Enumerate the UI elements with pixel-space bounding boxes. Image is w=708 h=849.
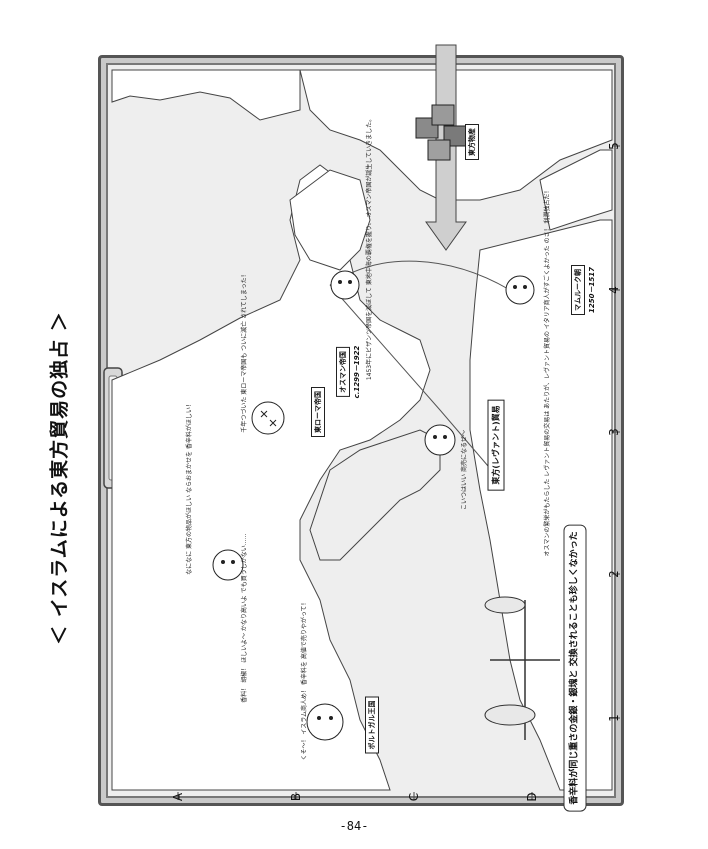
mamluk-label: マムルーク朝	[571, 265, 585, 315]
grid-col-label: 3	[607, 428, 621, 436]
grid-row-label: D	[525, 792, 539, 802]
land-arabia	[539, 149, 613, 231]
goods-boxes	[415, 104, 467, 161]
sea-mediterranean-patch	[309, 429, 441, 561]
grid-col-label: 2	[607, 570, 621, 578]
italian-merchant-character	[424, 424, 456, 456]
mamluk-note: オスマンの繁栄がもたらした レヴァント貿易の交易は あたりが、レヴァント貿易の …	[544, 187, 551, 557]
byzantine-character	[251, 401, 285, 435]
land-europe	[111, 164, 431, 791]
land-north	[111, 69, 301, 121]
grid-row-label: A	[171, 792, 185, 802]
balance-scale-icon	[484, 596, 560, 740]
grid-row-label: B	[289, 792, 303, 802]
iberia-note: 香料！ 胡椒！ ほしいよ〜 かなり高いよ でも買うしかない……	[241, 533, 248, 703]
mamluk-dates: 1250－1517	[588, 267, 596, 313]
european-character	[212, 549, 244, 581]
grid-col-label: 4	[607, 286, 621, 294]
grid-col-label: 1	[607, 714, 621, 722]
ottoman-label: オスマン帝国	[336, 347, 350, 397]
ottoman-character	[330, 270, 360, 300]
portugal-label: ポルトガル王国	[365, 696, 379, 754]
portugal-note: くそ〜！ イスラム商人め！ 香辛料を 高値で売りやがって！	[301, 599, 308, 761]
byzantine-note: 千年つづいた 東ローマ帝国も ついに滅亡 されてしまった！	[241, 271, 248, 433]
page-number: -84-	[339, 819, 369, 833]
grid-row-label: C	[407, 792, 421, 802]
italy-note: こいつはいい 商売になるぜ〜	[461, 430, 468, 510]
west-note: なになに 東方の物品がほしい ならおまかせを 香辛料がほしい！	[186, 401, 193, 575]
ottoman-note: 1453年にビザンツ帝国を滅ぼして 東地中海の覇権を握り、 オスマン帝国が誕生し…	[366, 115, 373, 381]
trade-route-west	[329, 284, 501, 481]
grid-col-label: 5	[607, 142, 621, 150]
mamluk-character	[505, 275, 535, 305]
byzantine-label: 東ローマ帝国	[311, 387, 325, 437]
caption-box: 香辛料が同じ重さの金銀・銀塊と 交換されることも珍しくなかった	[563, 524, 587, 812]
eastern-goods-label: 東方物産	[465, 124, 479, 160]
ottoman-dates: c.1299－1922	[353, 345, 361, 399]
land-anatolia-north	[289, 169, 371, 271]
levant-trade-banner: 東方(レヴァント)貿易	[487, 399, 505, 491]
portugal-character	[306, 703, 344, 741]
grid-ticks	[177, 145, 620, 800]
